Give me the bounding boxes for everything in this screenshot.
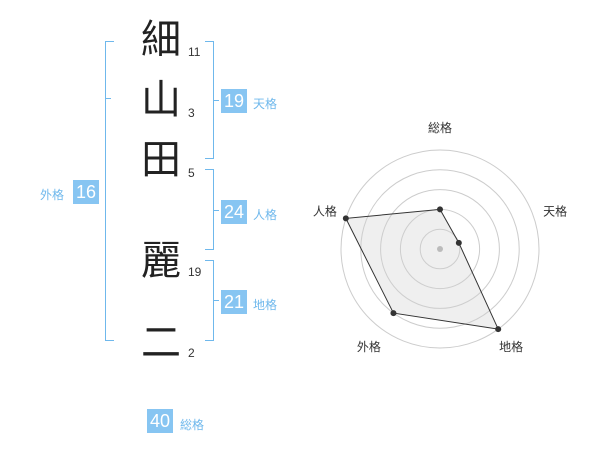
radar-point-4 [390,310,397,317]
tenkaku-value-badge: 19 [221,89,247,113]
name-char-1: 細 [141,17,181,63]
jinkaku-bracket [205,169,214,250]
gaikaku-bracket [105,41,114,341]
gaikaku-value-badge: 16 [73,180,99,204]
radar-axis-label-2: 天格 [543,204,567,219]
radar-axis-label-4: 外格 [357,339,381,354]
radar-point-1 [437,206,443,213]
gaikaku-bracket-mid-tick [105,98,111,99]
jinkaku-bracket-tick [213,210,219,211]
soukaku-label: 総格 [180,418,205,432]
chikaku-label: 地格 [253,298,278,312]
gaikaku-label: 外格 [40,188,65,202]
name-char-3: 田 [141,137,181,183]
chikaku-value-badge: 21 [221,290,247,314]
jinkaku-value-badge: 24 [221,200,247,224]
jinkaku-label: 人格 [253,208,278,222]
radar-grid-ring-3 [380,189,500,309]
radar-area [345,208,500,330]
stroke-count-1: 11 [188,45,201,59]
stroke-count-3: 5 [188,166,195,180]
radar-center-dot [437,246,443,252]
name-char-4: 麗 [141,238,181,284]
radar-grid-ring-5 [340,149,540,349]
radar-grid-ring-1 [419,228,461,270]
chikaku-bracket-tick [213,300,219,301]
stroke-count-2: 3 [188,106,195,120]
stroke-count-4: 19 [188,265,202,279]
radar-axis-label-3: 地格 [499,339,523,354]
tenkaku-bracket-tick [213,100,219,101]
tenkaku-label: 天格 [253,97,278,111]
stroke-count-5: 2 [188,346,195,360]
name-char-5: 二 [141,320,181,366]
soukaku-value-badge: 40 [147,409,173,433]
radar-point-3 [495,326,502,333]
name-char-2: 山 [141,77,181,123]
radar-point-2 [455,239,462,246]
radar-point-5 [342,215,349,222]
radar-axis-label-1: 総格 [428,120,452,135]
radar-axis-label-5: 人格 [313,204,337,219]
